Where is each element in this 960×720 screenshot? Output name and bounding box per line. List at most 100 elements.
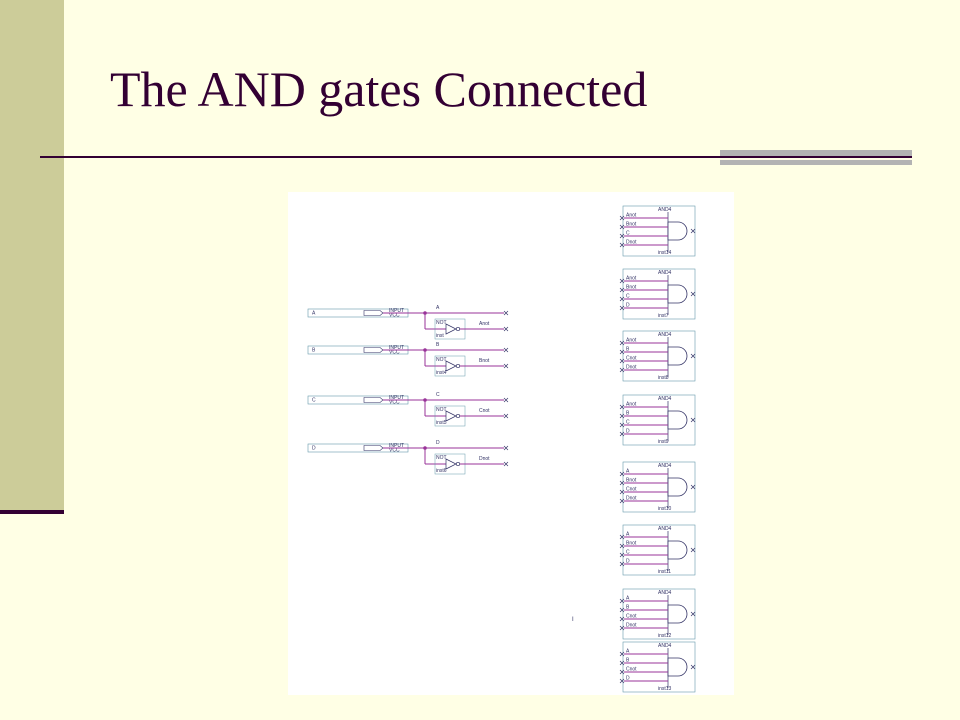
not-type-label-c: NOT <box>436 407 447 413</box>
gate-input-label-inst11-2: C <box>626 550 630 556</box>
gate-input-label-inst14-0: Anot <box>626 213 637 219</box>
gate-inst-label-inst10: inst10 <box>658 506 672 512</box>
gate-input-label-inst12-1: B <box>626 605 630 611</box>
and-gate-body-inst12 <box>667 604 688 624</box>
gate-input-label-inst14-3: Dnot <box>626 240 637 246</box>
and-gate-body-inst7 <box>667 284 688 304</box>
gate-inst-label-inst12: inst12 <box>658 633 672 639</box>
net-end-x-b <box>503 347 509 353</box>
gate-input-label-inst14-2: C <box>626 231 630 237</box>
not-bubble-c <box>455 413 461 419</box>
gate-input-x-inst10-0 <box>619 471 625 477</box>
and-gate-body-inst13 <box>667 657 688 677</box>
input-pin-shape-c <box>363 397 384 403</box>
gate-input-x-inst10-3 <box>619 498 625 504</box>
input-pin-shape-a <box>363 310 384 316</box>
gate-input-label-inst7-0: Anot <box>626 276 637 282</box>
gate-input-label-inst12-3: Dnot <box>626 623 637 629</box>
gate-input-x-inst11-1 <box>619 543 625 549</box>
title-rule-accent-lower <box>720 160 912 165</box>
title-rule <box>40 156 912 158</box>
gate-box-inst11 <box>622 524 696 576</box>
gate-input-label-inst7-3: D <box>626 303 630 309</box>
not-net-label-c: Cnot <box>479 408 490 414</box>
title-rule-accent <box>720 150 912 156</box>
gate-input-x-inst12-1 <box>619 607 625 613</box>
gate-box-inst14 <box>622 205 696 257</box>
gate-input-x-inst8-2 <box>619 358 625 364</box>
input-pin-label-c: C <box>312 398 316 404</box>
slide-title: The AND gates Connected <box>110 61 648 117</box>
gate-output-x-inst12 <box>690 611 696 617</box>
gate-input-label-inst9-0: Anot <box>626 402 637 408</box>
not-type-label-d: NOT <box>436 455 447 461</box>
gate-type-label-inst9: AND4 <box>658 396 672 402</box>
gate-input-x-inst7-0 <box>619 278 625 284</box>
gate-inst-label-inst9: inst9 <box>658 439 669 445</box>
gate-input-label-inst13-2: Cnot <box>626 667 637 673</box>
net-label-d: D <box>436 440 440 446</box>
gate-input-x-inst13-2 <box>619 669 625 675</box>
gate-input-x-inst13-3 <box>619 678 625 684</box>
gate-input-label-inst12-0: A <box>626 596 630 602</box>
gate-input-label-inst10-2: Cnot <box>626 487 637 493</box>
input-supply-label-d: VCC <box>389 448 400 454</box>
gate-output-x-inst8 <box>690 353 696 359</box>
gate-input-x-inst12-3 <box>619 625 625 631</box>
gate-input-label-inst13-0: A <box>626 649 630 655</box>
net-end-x-d <box>503 445 509 451</box>
input-pin-label-a: A <box>312 311 316 317</box>
gate-input-x-inst12-2 <box>619 616 625 622</box>
gate-type-label-inst10: AND4 <box>658 463 672 469</box>
gate-input-x-inst8-3 <box>619 367 625 373</box>
gate-input-label-inst11-0: A <box>626 532 630 538</box>
gate-inst-label-inst14: inst14 <box>658 250 672 256</box>
gate-output-x-inst13 <box>690 664 696 670</box>
gate-input-x-inst9-1 <box>619 413 625 419</box>
gate-input-label-inst9-1: B <box>626 411 630 417</box>
gate-input-x-inst8-0 <box>619 340 625 346</box>
gate-output-x-inst9 <box>690 417 696 423</box>
gate-input-x-inst14-3 <box>619 242 625 248</box>
gate-output-x-inst7 <box>690 291 696 297</box>
gate-input-x-inst13-1 <box>619 660 625 666</box>
not-end-x-a <box>503 326 509 332</box>
gate-input-label-inst11-1: Bnot <box>626 541 637 547</box>
gate-box-inst9 <box>622 394 696 446</box>
gate-input-label-inst10-0: A <box>626 469 630 475</box>
gate-input-x-inst10-1 <box>619 480 625 486</box>
gate-input-x-inst11-0 <box>619 534 625 540</box>
not-inst-label-d: inst6 <box>436 468 447 474</box>
gate-input-label-inst9-2: C <box>626 420 630 426</box>
net-label-b: B <box>436 342 440 348</box>
not-end-x-c <box>503 413 509 419</box>
gate-input-x-inst7-2 <box>619 296 625 302</box>
gate-input-label-inst13-1: B <box>626 658 630 664</box>
gate-input-label-inst8-0: Anot <box>626 338 637 344</box>
gate-type-label-inst8: AND4 <box>658 332 672 338</box>
gate-input-label-inst8-2: Cnot <box>626 356 637 362</box>
gate-input-x-inst9-3 <box>619 431 625 437</box>
gate-input-x-inst9-2 <box>619 422 625 428</box>
gate-type-label-inst14: AND4 <box>658 207 672 213</box>
gate-input-label-inst7-1: Bnot <box>626 285 637 291</box>
gate-input-x-inst13-0 <box>619 651 625 657</box>
gate-input-x-inst9-0 <box>619 404 625 410</box>
input-pin-shape-d <box>363 445 384 451</box>
gate-box-inst13 <box>622 641 696 693</box>
not-bubble-d <box>455 461 461 467</box>
not-net-label-d: Dnot <box>479 456 490 462</box>
not-gate-c <box>445 410 457 422</box>
gate-input-x-inst7-3 <box>619 305 625 311</box>
input-pin-label-d: D <box>312 446 316 452</box>
input-supply-label-c: VCC <box>389 400 400 406</box>
cursor-mark: I <box>572 617 574 623</box>
gate-input-label-inst14-1: Bnot <box>626 222 637 228</box>
gate-input-label-inst12-2: Cnot <box>626 614 637 620</box>
not-type-label-a: NOT <box>436 320 447 326</box>
input-pin-label-b: B <box>312 348 316 354</box>
gate-input-label-inst10-3: Dnot <box>626 496 637 502</box>
net-end-x-c <box>503 397 509 403</box>
and-gate-body-inst11 <box>667 540 688 560</box>
